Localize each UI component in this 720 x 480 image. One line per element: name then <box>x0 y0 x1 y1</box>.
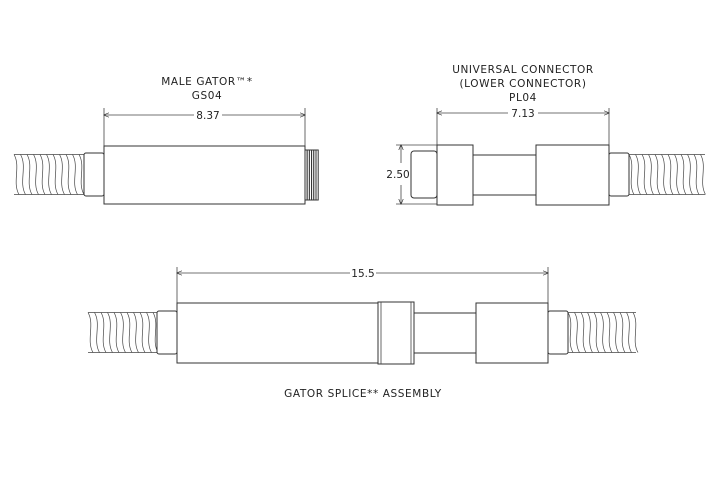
universal-connector-height-label: 2.50 <box>386 169 409 181</box>
universal-connector-height-dimension: 2.50 <box>386 145 437 204</box>
splice-assembly-view: 15.5 GATOR SPLICE** ASSEMBLY <box>87 267 639 400</box>
splice-length-dimension: 15.5 <box>177 267 548 303</box>
universal-connector-tip <box>410 150 438 199</box>
universal-connector-length-dimension: 7.13 <box>437 108 609 146</box>
universal-connector-hose <box>628 154 706 195</box>
universal-connector-subtitle: (LOWER CONNECTOR) <box>459 78 586 90</box>
male-gator-length-dimension: 8.37 <box>104 108 305 146</box>
splice-left-ferrule <box>156 310 178 355</box>
male-gator-ferrule <box>83 152 105 197</box>
universal-connector-collar <box>436 144 474 206</box>
universal-connector-neck <box>472 154 537 196</box>
male-gator-hose <box>13 154 85 195</box>
male-gator-thread <box>304 149 319 201</box>
male-gator-view: MALE GATOR™* GS04 8.37 <box>13 76 319 205</box>
splice-collar <box>377 301 415 365</box>
universal-connector-view: UNIVERSAL CONNECTOR (LOWER CONNECTOR) PL… <box>386 64 706 206</box>
male-gator-part-number: GS04 <box>192 90 223 102</box>
male-gator-length-label: 8.37 <box>196 110 219 122</box>
splice-neck <box>413 312 477 354</box>
universal-connector-body <box>535 144 610 206</box>
splice-collar-bands <box>380 302 412 364</box>
male-gator-title: MALE GATOR™* <box>161 76 253 88</box>
splice-right-hose <box>567 312 639 353</box>
universal-connector-length-label: 7.13 <box>511 108 534 120</box>
splice-assembly-caption: GATOR SPLICE** ASSEMBLY <box>284 388 442 400</box>
splice-connector-body <box>475 302 549 364</box>
splice-male-gator-body <box>176 302 379 364</box>
splice-left-hose <box>87 312 159 353</box>
universal-connector-part-number: PL04 <box>509 92 537 104</box>
splice-length-label: 15.5 <box>351 268 374 280</box>
splice-right-ferrule <box>547 310 569 355</box>
male-gator-body <box>103 145 306 205</box>
universal-connector-ferrule <box>608 152 630 197</box>
universal-connector-title: UNIVERSAL CONNECTOR <box>452 64 594 76</box>
